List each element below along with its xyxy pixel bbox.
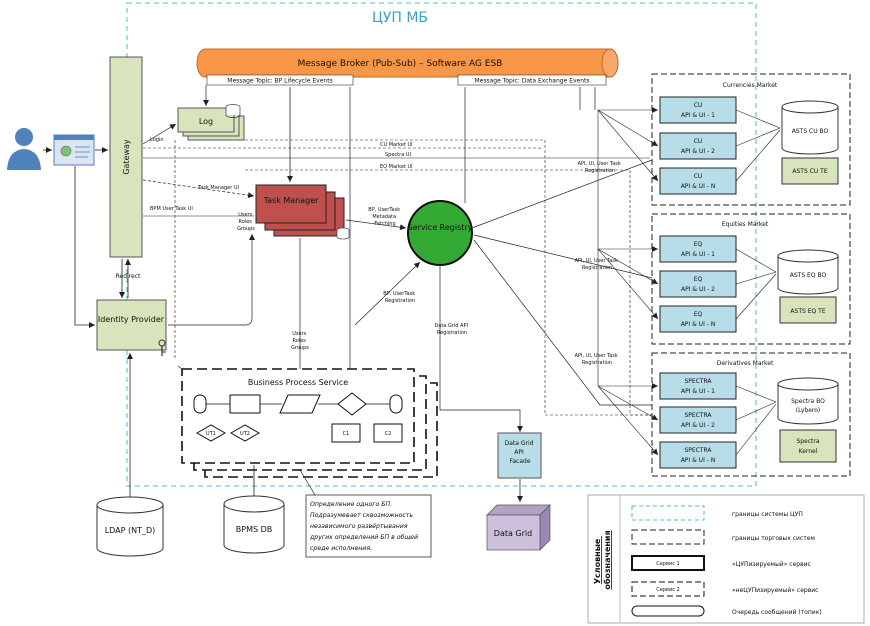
svg-text:границы торговых систем: границы торговых систем: [732, 535, 815, 542]
data-grid-label: Data Grid: [494, 529, 532, 538]
ut1-label: UT1: [206, 431, 216, 437]
data-grid-facade-box: [497, 432, 542, 479]
key-icon: [158, 339, 166, 356]
task-manager-ui-label: Task Manager UI: [197, 185, 239, 191]
bp-usertask-metadata-label: BP, UserTask Metadata Fetching: [368, 207, 401, 227]
market-title-eq: Equities Market: [722, 221, 769, 228]
market-title-cu: Currencies Market: [723, 82, 778, 89]
bp-usertask-registration-label: BP, UserTask Registration: [383, 291, 416, 304]
eq-market-ui-label: EQ Market UI: [380, 164, 413, 170]
redirect-label: Redirect: [116, 273, 141, 280]
identity-provider-box: [96, 299, 167, 351]
bpms-db: BPMS DB: [223, 495, 285, 554]
note-box: Определение одного БП. Подразумевает скв…: [305, 494, 432, 558]
cu-market-ui-label: CU Market UI: [380, 142, 413, 148]
bps-label: Business Process Service: [248, 378, 348, 387]
message-broker: Message Broker (Pub-Sub) – Software AG E…: [196, 48, 619, 78]
c1-label: C1: [343, 431, 350, 437]
business-process-service: Business Process Service UT1 UT2 C1 C2: [181, 368, 438, 478]
diagram-title: ЦУП МБ: [372, 10, 428, 26]
box-eq-label: ASTS EQ TE: [790, 308, 825, 315]
box-cu-label: ASTS CU TE: [792, 168, 827, 175]
db-cu-label: ASTS CU BO: [792, 128, 829, 135]
api-ui-reg-1: API, UI, User Task Registration: [578, 161, 623, 174]
topic-data-label: Message Topic: Data Exchange Events: [475, 78, 590, 85]
ldap-db: LDAP (NT_D): [96, 496, 164, 557]
market-title-spectra: Derivatives Market: [717, 360, 774, 367]
svg-text:Очередь сообщений (топик): Очередь сообщений (топик): [732, 609, 822, 616]
spectra-ui-label: Spectra UI: [385, 152, 411, 158]
svg-text:Сервис 1: Сервис 1: [656, 561, 679, 567]
gateway-box: [109, 56, 143, 258]
task-manager-label: Task Manager: [263, 196, 320, 205]
users-roles-groups-1: Users Roles Groups: [237, 212, 255, 232]
service-registry: Service Registry: [407, 200, 473, 266]
c2-label: C2: [385, 431, 392, 437]
svg-text:Условные обозначения: Условные обозначения: [593, 530, 612, 589]
task-manager: Task Manager: [255, 184, 350, 240]
log-component: Log: [177, 104, 245, 141]
user-icon: [7, 128, 41, 170]
login-label: Login: [150, 137, 164, 143]
service-registry-label: Service Registry: [408, 223, 473, 232]
gateway-label: Gateway: [122, 139, 131, 175]
browser-icon: [53, 134, 95, 166]
ldap-label: LDAP (NT_D): [105, 526, 156, 535]
topic-bp-label: Message Topic: BP Lifecycle Events: [227, 78, 332, 85]
ut2-label: UT2: [240, 431, 250, 437]
svg-text:границы системы ЦУП: границы системы ЦУП: [732, 511, 803, 518]
svg-text:«неЦУПизируемый» сервис: «неЦУПизируемый» сервис: [732, 587, 818, 594]
svg-text:«ЦУПизируемый» сервис: «ЦУПизируемый» сервис: [732, 561, 811, 568]
svg-text:Сервис 2: Сервис 2: [656, 587, 679, 593]
api-ui-reg-2: API, UI, User Task Registration: [575, 258, 620, 271]
legend: Условные обозначения границы системы ЦУП…: [587, 494, 865, 624]
db-eq-label: ASTS EQ BO: [790, 272, 827, 279]
bpms-db-label: BPMS DB: [236, 525, 272, 534]
data-grid-facade-label: Data Grid API Facade: [505, 440, 536, 465]
log-label: Log: [199, 117, 213, 126]
svg-text:Определение одного БП. П: Определение одного БП. Подразумевает скв…: [309, 501, 420, 552]
svg-text:Spectra BO(Lybero): Spectra BO(Lybero): [791, 398, 825, 414]
api-ui-reg-3: API, UI, User Task Registration: [575, 353, 620, 366]
data-grid-cube: Data Grid: [486, 504, 551, 551]
data-grid-api-reg-label: Data Grid API Registration: [434, 323, 469, 336]
bpm-user-task-ui-label: BPM User Task UI: [150, 206, 193, 212]
identity-provider-label: Identity Provider: [98, 315, 165, 324]
broker-label: Message Broker (Pub-Sub) – Software AG E…: [298, 59, 503, 69]
